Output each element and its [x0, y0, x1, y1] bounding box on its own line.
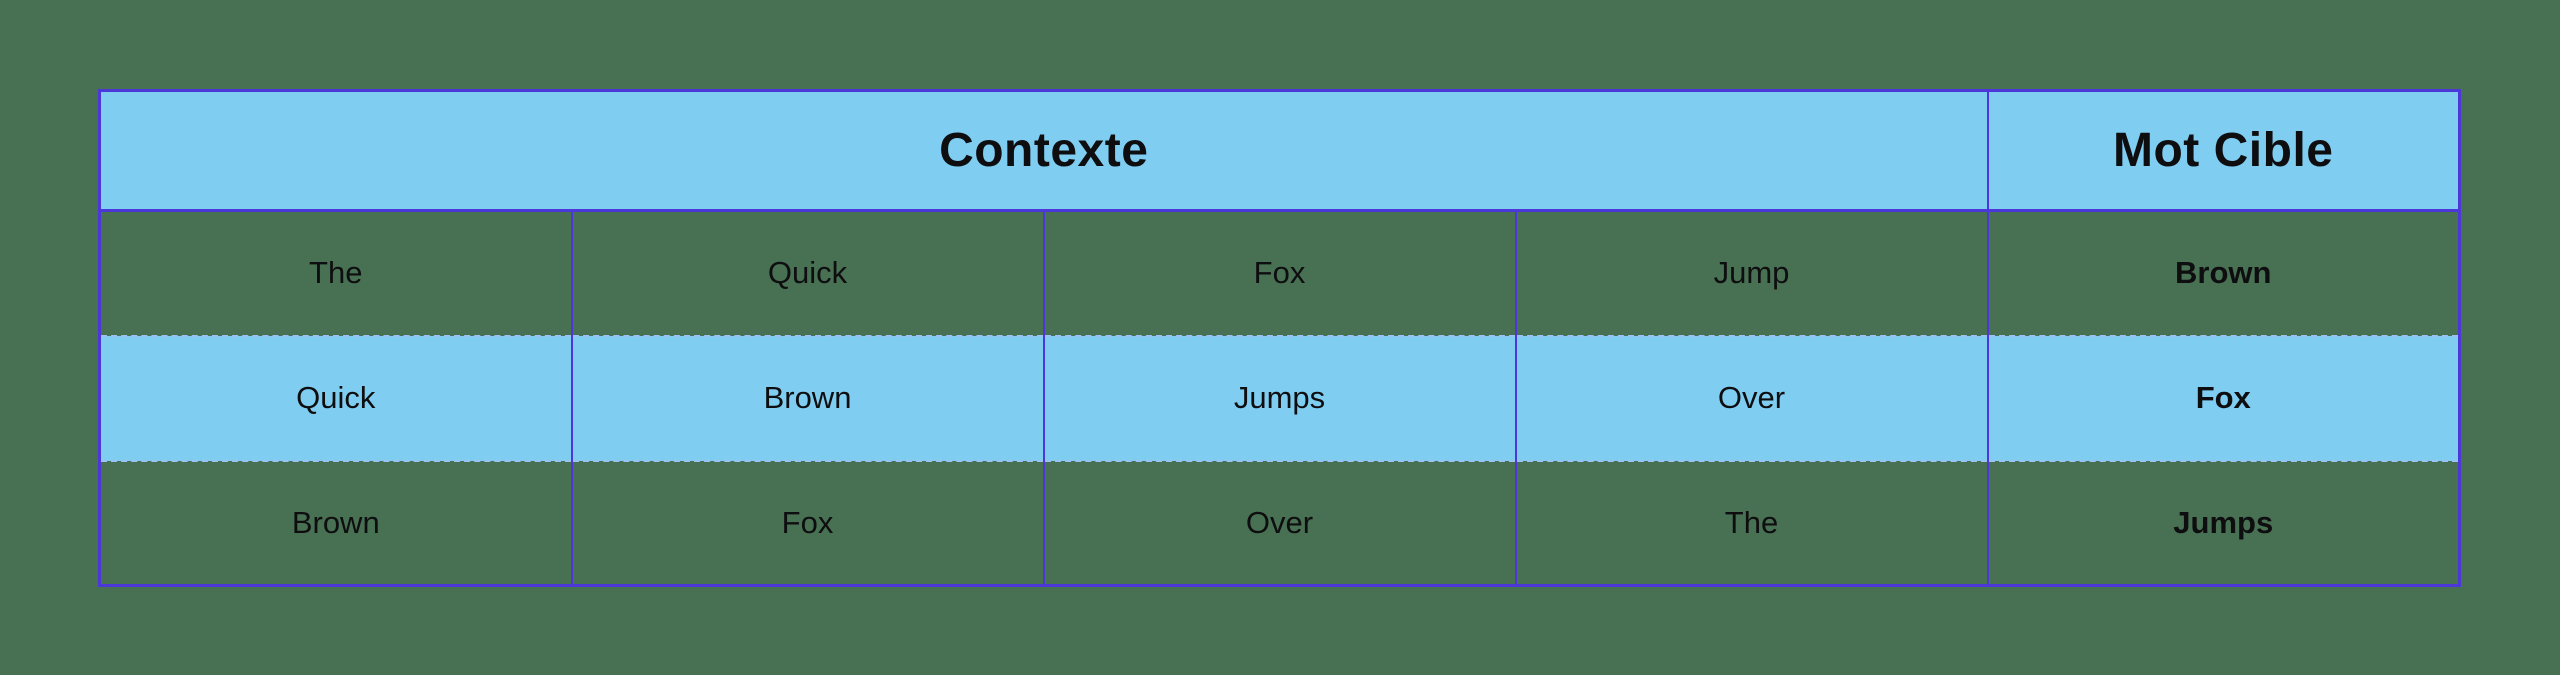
table-row-3: Brown Fox Over The Jumps [99, 459, 2460, 586]
target-cell: Fox [1986, 334, 2460, 461]
target-cell: Brown [1986, 210, 2460, 336]
mot-cible-header: Mot Cible [1986, 90, 2460, 212]
context-cell: Quick [99, 334, 572, 461]
header-row: Contexte Mot Cible [99, 90, 2460, 212]
context-cell: Jump [1514, 210, 1988, 336]
context-cell: The [1514, 459, 1988, 586]
table-row-1: The Quick Fox Jump Brown [100, 210, 2460, 336]
context-cell: Over [1042, 459, 1516, 586]
target-cell: Jumps [1986, 459, 2460, 586]
context-cell: The [309, 255, 363, 291]
context-cell: Jumps [1042, 334, 1516, 461]
context-cell: Brown [99, 459, 572, 586]
context-cell: Quick [570, 210, 1044, 336]
context-cell: Over [1514, 334, 1988, 461]
context-cell: Brown [570, 334, 1044, 461]
context-cell: Fox [1042, 210, 1516, 336]
table-row-2: Quick Brown Jumps Over Fox [99, 334, 2460, 461]
contexte-header: Contexte [99, 90, 1988, 212]
context-cell: Fox [570, 459, 1044, 586]
context-target-table: Contexte Mot Cible The Quick Fox Jump Br… [98, 89, 2461, 587]
